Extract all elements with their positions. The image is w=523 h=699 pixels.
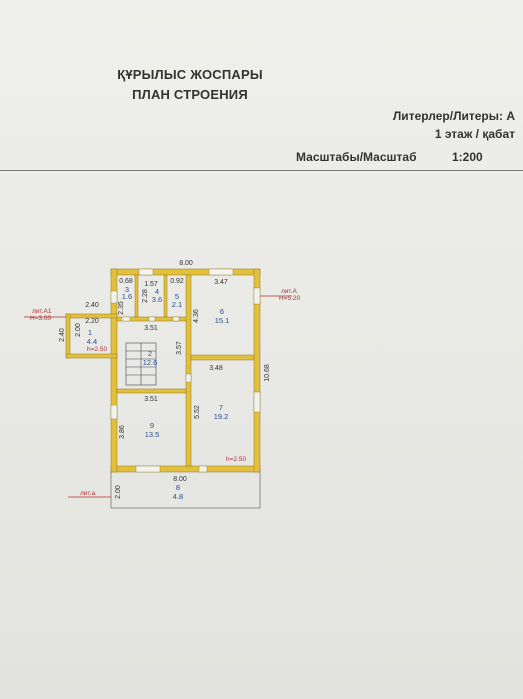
- dim-hall-height: 3.57: [176, 341, 183, 355]
- room-2-number: 2: [148, 349, 152, 358]
- marker-lit-a-height: H=5.20: [279, 295, 301, 302]
- stairs: [125, 342, 157, 386]
- dim-porch-inner: 2.20: [85, 318, 99, 325]
- room-5-number: 5: [175, 292, 179, 301]
- dim-porch-depth: 2.00: [75, 323, 82, 337]
- dim-room5-width: 0.92: [170, 278, 184, 285]
- room-1-area: 4.4: [87, 337, 97, 346]
- dim-room6-width: 3.47: [214, 279, 228, 286]
- room-7-number: 7: [219, 403, 223, 412]
- room-8-area: 4.8: [173, 492, 183, 501]
- marker-lit-a1-height: H=3.00: [30, 315, 52, 322]
- marker-ceiling-porch: h=2.50: [87, 346, 107, 353]
- dim-room3-width: 0.68: [119, 278, 133, 285]
- openings: [110, 268, 261, 473]
- dim-room9-height: 3.86: [119, 425, 126, 439]
- dim-room4-height: 2.28: [142, 289, 149, 303]
- floor-label: 1 этаж / қабат: [434, 127, 515, 141]
- scale-label: Масштабы/Масштаб: [296, 150, 417, 164]
- dim-hall-width-top: 3.51: [144, 325, 158, 332]
- room-2-area: 12.6: [143, 358, 158, 367]
- dim-overall-height: 10.68: [264, 364, 271, 382]
- room-8-number: 8: [176, 483, 180, 492]
- scale-value: 1:200: [452, 150, 483, 164]
- walls: [65, 268, 261, 473]
- marker-lit-a-small: лит.а: [80, 490, 95, 497]
- room-9-number: 9: [150, 421, 154, 430]
- dim-bottom-width: 8.00: [173, 476, 187, 483]
- title-kazakh: ҚҰРЫЛЫС ЖОСПАРЫ: [117, 67, 263, 82]
- marker-ceiling-main: h=2.50: [226, 456, 246, 463]
- room-3-number: 3: [125, 285, 129, 294]
- litera-label: Литерлер/Литеры: А: [392, 109, 515, 123]
- room-4-area: 3.6: [152, 295, 162, 304]
- dim-porch-side: 2.40: [59, 328, 66, 342]
- dim-terrace-depth: 2.00: [115, 485, 122, 499]
- room-3-area: 1.6: [122, 292, 132, 301]
- marker-lit-a: лит.А: [281, 288, 297, 295]
- title-russian: ПЛАН СТРОЕНИЯ: [132, 87, 248, 102]
- dim-hall-width-bottom: 3.51: [144, 396, 158, 403]
- room-9-area: 13.5: [145, 430, 160, 439]
- room-6-number: 6: [220, 307, 224, 316]
- dim-porch-top: 2.40: [85, 302, 99, 309]
- dim-room4-width: 1.57: [144, 281, 158, 288]
- room-5-area: 2.1: [172, 300, 182, 309]
- scale-underline: [0, 170, 523, 171]
- dim-room7-width: 3.48: [209, 365, 223, 372]
- room-4-number: 4: [155, 287, 159, 296]
- marker-lit-a1: лит.А1: [32, 308, 52, 315]
- dim-room7-height: 5.52: [194, 405, 201, 419]
- dim-room3-height: 2.35: [118, 301, 125, 315]
- dim-overall-width: 8.00: [179, 260, 193, 267]
- room-7-area: 19.2: [214, 412, 229, 421]
- room-1-number: 1: [88, 328, 92, 337]
- room-6-area: 15.1: [215, 316, 230, 325]
- dim-room6-height: 4.36: [193, 309, 200, 323]
- marker-lines: [24, 295, 292, 498]
